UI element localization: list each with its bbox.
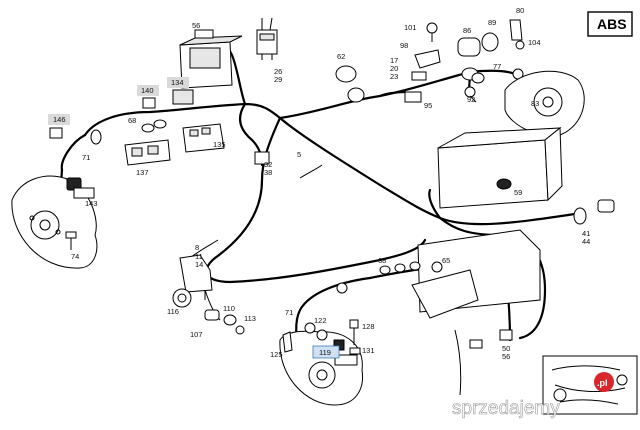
label-29: 29 [274,75,282,84]
label-17: 17 [390,56,398,65]
watermark-text: sprzedajemy [452,398,560,419]
sensor-68-right [379,261,421,275]
left-brake-disc [11,175,98,269]
watermark: sprzedajemy .pl [452,372,614,419]
label-44: 44 [582,237,590,246]
cable-50-56 [454,329,513,396]
label-104: 104 [528,38,541,47]
bracket-125 [282,331,293,353]
plug-110-113-107 [204,290,245,335]
label-71-left: 71 [82,153,90,162]
label-140: 140 [141,86,154,95]
connector-95 [404,91,422,103]
label-89: 89 [488,18,496,27]
grommet-71-left [90,129,102,145]
label-113: 113 [244,314,256,323]
differential-83 [504,70,585,137]
watermark-logo-icon [594,372,614,392]
connector-17-20-23 [411,71,427,81]
right-brake-disc [279,330,364,406]
label-50: 50 [502,344,510,353]
module-135 [182,123,225,153]
abs-badge-text: ABS [597,16,627,32]
callout-box-146 [48,114,70,125]
label-119: 119 [319,348,331,357]
label-56-bottom: 56 [502,352,510,361]
grommet-62 [335,65,365,103]
label-80: 80 [516,6,524,15]
screw-128 [349,319,359,345]
label-5: 5 [297,150,301,159]
label-83: 83 [531,99,539,108]
label-32: 32 [264,160,272,169]
label-68-right: 68 [378,256,386,265]
label-137: 137 [136,168,149,177]
label-146: 146 [53,115,66,124]
label-38: 38 [264,168,272,177]
label-135: 135 [213,140,226,149]
plug-41-44 [573,199,615,225]
label-59: 59 [514,188,522,197]
label-23: 23 [390,72,398,81]
abs-badge: ABS [587,11,633,37]
label-128: 128 [362,322,375,331]
label-95: 95 [424,101,432,110]
label-107: 107 [190,330,203,339]
watermark-logo-text: .pl [597,378,608,388]
sensor-77 [461,67,524,84]
tank-65 [411,229,541,319]
bolt-71-right [304,282,348,334]
label-11: 11 [195,252,203,261]
label-62: 62 [337,52,345,61]
callout-box-140 [137,85,159,96]
label-131: 131 [362,346,375,355]
label-14: 14 [195,260,203,269]
connector-146 [49,127,63,139]
label-125: 125 [270,350,283,359]
label-116: 116 [167,307,179,316]
connectors-140-134 [142,89,194,109]
label-56: 56 [192,21,200,30]
label-74: 74 [71,252,79,261]
label-65: 65 [442,256,450,265]
label-41: 41 [582,229,590,238]
label-134: 134 [171,78,184,87]
label-122: 122 [314,316,327,325]
bolt-92 [464,86,477,103]
label-98: 98 [400,41,408,50]
relay-26-29 [256,17,278,60]
thumbnail-preview[interactable] [542,355,638,415]
abs-control-unit-56 [179,29,243,89]
screw-101 [426,22,438,42]
label-68-top: 68 [128,116,136,125]
label-86: 86 [463,26,471,35]
label-77: 77 [493,62,501,71]
clip-131 [349,347,361,355]
label-20: 20 [390,64,398,73]
label-26: 26 [274,67,282,76]
callout-box-134 [167,77,189,88]
connector-32-38 [254,151,270,165]
nut-122 [316,329,328,341]
pump-86 [457,32,499,57]
label-8: 8 [195,243,199,252]
gear-116 [172,288,192,308]
callout-labels: 146 140 134 119 56 26 29 101 80 89 86 10… [48,6,590,361]
label-110: 110 [223,304,235,313]
sensor-connector-68-left [141,119,167,133]
bracket-98 [414,49,441,69]
module-137 [124,139,171,166]
bracket-80-104 [509,19,525,50]
left-sensor-bolt [65,177,95,250]
callout-box-119 [312,345,340,359]
label-101: 101 [404,23,417,32]
battery-59 [437,126,563,209]
label-143: 143 [85,199,98,208]
label-71-right: 71 [285,308,293,317]
bracket-8-11-14 [179,254,213,293]
label-92: 92 [467,95,475,104]
